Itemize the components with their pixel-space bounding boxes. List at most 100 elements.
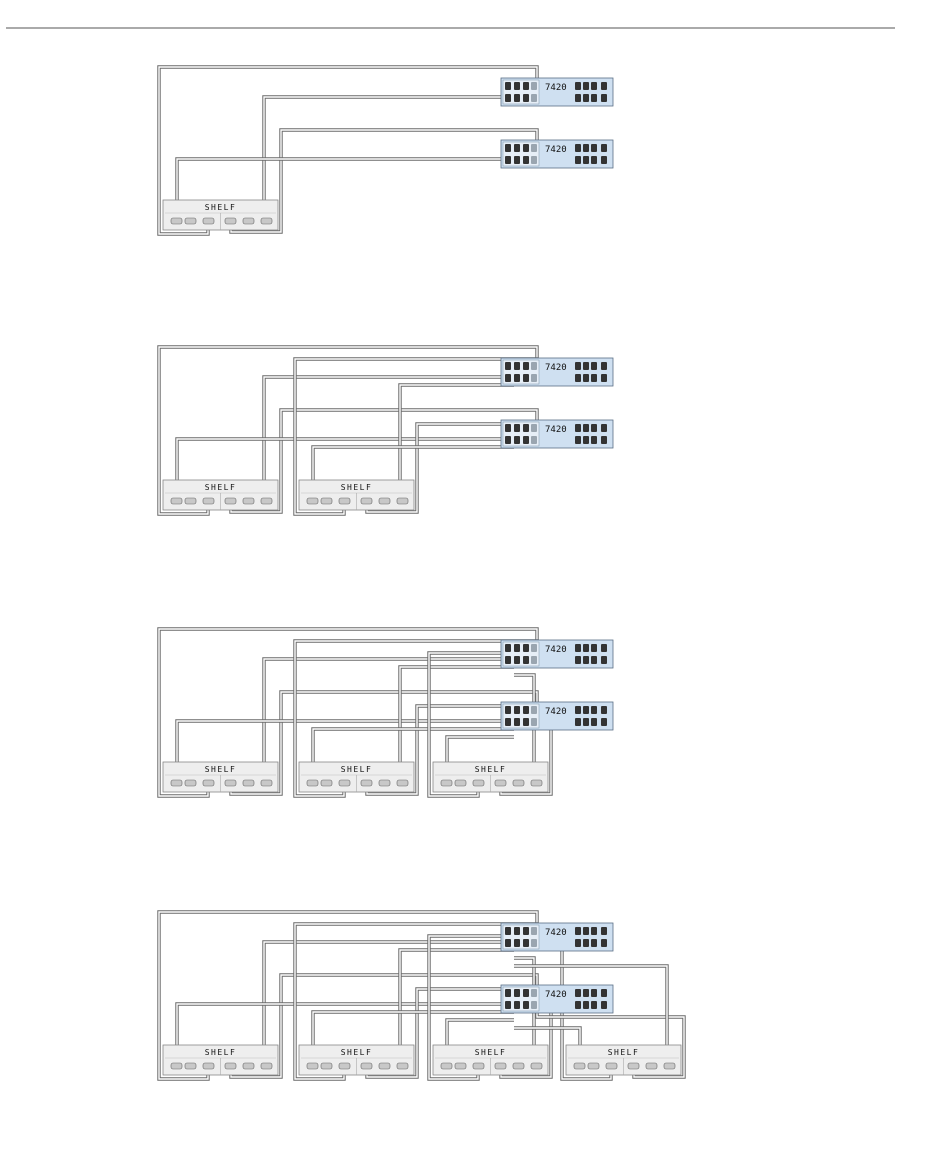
controller-label: 7420 (545, 707, 567, 717)
shelf-port (243, 780, 254, 786)
shelf-port (261, 780, 272, 786)
pcie-port (601, 706, 607, 714)
pcie-port (591, 362, 597, 370)
pcie-port (601, 156, 607, 164)
shelf-port (531, 1063, 542, 1069)
sas-port (505, 94, 511, 102)
shelf-port (513, 780, 524, 786)
shelf-port (339, 498, 350, 504)
shelf-port (261, 218, 272, 224)
sas-port (505, 1001, 511, 1009)
pcie-port (575, 362, 581, 370)
sas-port (505, 706, 511, 714)
sas-port (505, 656, 511, 664)
pcie-port (575, 424, 581, 432)
shelf-port (513, 1063, 524, 1069)
pcie-port (591, 927, 597, 935)
disk-shelf: SHELF (163, 200, 278, 230)
shelf-port (379, 780, 390, 786)
shelf-port (261, 498, 272, 504)
controller-7420: 7420 (501, 420, 613, 448)
pcie-port (575, 656, 581, 664)
sas-port (514, 144, 520, 152)
shelf-label: SHELF (608, 1048, 640, 1057)
shelf-port (379, 498, 390, 504)
disk-shelf: SHELF (299, 762, 414, 792)
shelf-port (243, 218, 254, 224)
pcie-port (583, 362, 589, 370)
pcie-port (601, 644, 607, 652)
shelf-port (379, 1063, 390, 1069)
sas-port (523, 718, 529, 726)
shelf-port (361, 1063, 372, 1069)
sas-port (514, 706, 520, 714)
sas-port (531, 706, 537, 714)
pcie-port (591, 644, 597, 652)
sas-port (523, 436, 529, 444)
pcie-port (591, 94, 597, 102)
shelf-label: SHELF (205, 203, 237, 212)
shelf-port (628, 1063, 639, 1069)
pcie-port (591, 718, 597, 726)
controller-7420: 7420 (501, 358, 613, 386)
pcie-port (601, 718, 607, 726)
pcie-port (575, 706, 581, 714)
controller-7420: 7420 (501, 985, 613, 1013)
shelf-port (171, 780, 182, 786)
shelf-port (441, 1063, 452, 1069)
sas-port (531, 1001, 537, 1009)
pcie-port (575, 1001, 581, 1009)
shelf-port (243, 1063, 254, 1069)
disk-shelf: SHELF (163, 480, 278, 510)
pcie-port (591, 939, 597, 947)
sas-port (523, 374, 529, 382)
sas-port (514, 989, 520, 997)
shelf-port (185, 1063, 196, 1069)
sas-port (531, 374, 537, 382)
shelf-label: SHELF (475, 765, 507, 774)
sas-port (514, 362, 520, 370)
sas-port (514, 644, 520, 652)
sas-port (523, 939, 529, 947)
pcie-port (583, 989, 589, 997)
sas-port (505, 156, 511, 164)
sas-port (505, 82, 511, 90)
shelf-port (339, 1063, 350, 1069)
pcie-port (591, 656, 597, 664)
pcie-port (575, 94, 581, 102)
pcie-port (575, 989, 581, 997)
pcie-port (583, 656, 589, 664)
sas-port (523, 362, 529, 370)
shelf-port (307, 780, 318, 786)
disk-shelf: SHELF (299, 1045, 414, 1075)
sas-port (505, 374, 511, 382)
controller-label: 7420 (545, 83, 567, 93)
controller-7420: 7420 (501, 78, 613, 106)
controller-label: 7420 (545, 645, 567, 655)
sas-port (505, 927, 511, 935)
shelf-port (397, 498, 408, 504)
sas-port (514, 436, 520, 444)
pcie-port (601, 362, 607, 370)
sas-port (514, 927, 520, 935)
sas-port (531, 927, 537, 935)
shelf-port (473, 1063, 484, 1069)
shelf-port (455, 1063, 466, 1069)
shelf-port (171, 218, 182, 224)
shelf-port (321, 780, 332, 786)
controller-7420: 7420 (501, 640, 613, 668)
pcie-port (591, 424, 597, 432)
pcie-port (601, 436, 607, 444)
shelf-port (203, 780, 214, 786)
pcie-port (583, 374, 589, 382)
controller-7420: 7420 (501, 140, 613, 168)
sas-port (531, 156, 537, 164)
shelf-port (495, 780, 506, 786)
sas-port (531, 82, 537, 90)
shelf-port (225, 498, 236, 504)
shelf-port (243, 498, 254, 504)
pcie-port (583, 436, 589, 444)
shelf-port (203, 498, 214, 504)
